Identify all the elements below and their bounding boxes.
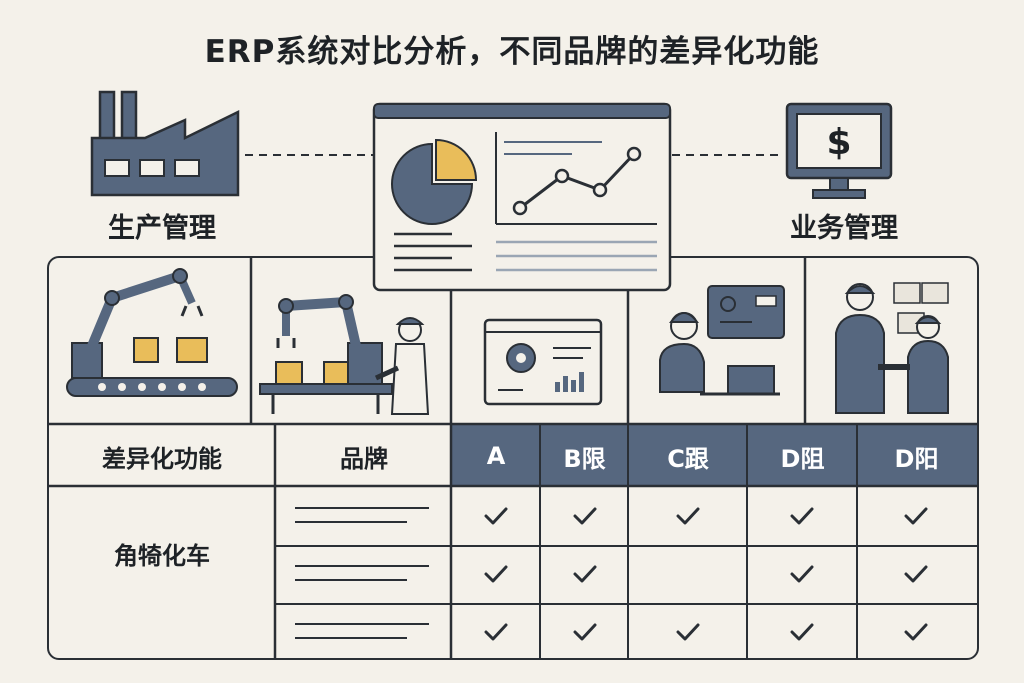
check-icon [573,623,597,641]
check-icon [904,565,928,583]
check-icon [904,623,928,641]
check-icon [790,623,814,641]
check-icon [790,507,814,525]
svg-text:$: $ [826,122,851,163]
brand-header-a: A [486,442,506,470]
brand-header-b: B限 [563,444,606,473]
check-icon [573,507,597,525]
check-icon [573,565,597,583]
check-icon [676,507,700,525]
robot-arm-icon [66,268,238,397]
label-production: 生产管理 [108,213,216,244]
label-business: 业务管理 [790,213,898,244]
brand-header-d1: D阻 [780,444,825,473]
dashboard-screen-icon [483,318,603,406]
page-title: ERP系统对比分析，不同品牌的差异化功能 [204,34,820,70]
dashed-connector-right [672,154,782,156]
check-icon [790,565,814,583]
check-icon [904,507,928,525]
dashboard-window-icon [372,102,672,292]
header-brand: 品牌 [340,444,388,473]
brand-header-d2: D阳 [894,444,939,473]
brand-header-c: C跟 [667,444,709,473]
meeting-handshake-icon [835,282,949,414]
check-icon [484,623,508,641]
check-icon [676,623,700,641]
check-icon [484,507,508,525]
row-group-label: 角犄化车 [114,541,210,570]
check-icon [484,565,508,583]
header-feature: 差异化功能 [102,444,222,473]
worker-laptop-icon [659,285,785,396]
monitor-dollar-icon: $ [785,102,893,199]
factory-icon [90,90,240,197]
dashed-connector-left [245,154,375,156]
worker-robot-icon [259,294,430,415]
